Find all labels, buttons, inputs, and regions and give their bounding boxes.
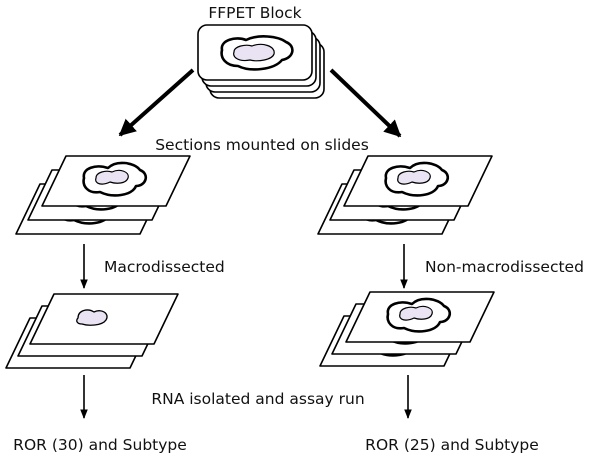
label-macrodissected: Macrodissected — [104, 258, 225, 276]
arrow-to-right-slides — [329, 68, 402, 138]
label-rna-isolated: RNA isolated and assay run — [151, 390, 364, 408]
slide-stack-right-bottom — [318, 290, 496, 368]
slide-stack-right-top — [316, 154, 494, 236]
arrow-to-left-slides — [118, 68, 195, 137]
label-result-right: ROR (25) and Subtype — [365, 436, 539, 454]
ffpet-block — [197, 24, 325, 99]
slide-stack-left-bottom — [5, 293, 179, 369]
label-result-left: ROR (30) and Subtype — [13, 436, 187, 454]
label-ffpet-block: FFPET Block — [208, 4, 301, 22]
label-sections-mounted: Sections mounted on slides — [155, 136, 369, 154]
label-non-macrodissected: Non-macrodissected — [425, 258, 584, 276]
slide-stack-left-top — [14, 154, 192, 236]
